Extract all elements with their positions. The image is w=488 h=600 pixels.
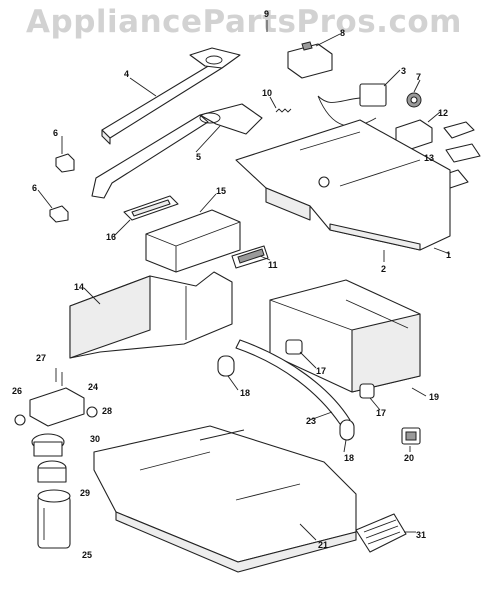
callout-16: 16	[106, 232, 116, 242]
part-gasket-16	[123, 195, 179, 221]
callout-19: 19	[429, 392, 439, 402]
part-bracket-23	[235, 339, 351, 425]
callout-13: 13	[424, 153, 434, 163]
callout-labels: 1 2 3 4 5 6 6 7 8 9 10 11 12 13 14 15 16…	[12, 9, 451, 560]
callout-25: 25	[82, 550, 92, 560]
callout-11: 11	[268, 260, 278, 270]
part-fan-31	[355, 513, 407, 553]
part-lamp-socket-17a	[285, 339, 303, 355]
part-switch-box-9	[287, 41, 333, 79]
part-bulb-18a	[217, 355, 235, 377]
part-bracket-24	[29, 387, 85, 427]
site-watermark: AppliancePartsPros.com	[26, 4, 462, 40]
callout-1: 1	[446, 250, 451, 260]
part-crisper-cover-19	[269, 279, 421, 393]
callout-8: 8	[340, 28, 345, 38]
callout-27: 27	[36, 353, 46, 363]
part-grille-11	[231, 245, 269, 269]
part-housing-1	[235, 119, 451, 251]
part-drawer-21	[93, 425, 357, 573]
callout-18a: 18	[240, 388, 250, 398]
callout-6b: 6	[32, 183, 37, 193]
part-screws-27	[55, 368, 63, 386]
part-filter-25	[37, 489, 71, 549]
callout-31: 31	[416, 530, 426, 540]
callout-29: 29	[80, 488, 90, 498]
part-filter-base-29	[37, 460, 67, 483]
part-fitting-28	[86, 406, 98, 418]
callout-5: 5	[196, 152, 201, 162]
callout-6a: 6	[53, 128, 58, 138]
callout-17a: 17	[316, 366, 326, 376]
part-duct-15	[145, 209, 241, 273]
callout-24: 24	[88, 382, 98, 392]
callout-18b: 18	[344, 453, 354, 463]
callout-26: 26	[12, 386, 22, 396]
callout-12: 12	[438, 108, 448, 118]
callout-10: 10	[262, 88, 272, 98]
part-clip-6b	[49, 205, 69, 223]
part-knob-7	[406, 92, 422, 108]
part-rail-upper	[101, 47, 241, 145]
part-thermostat-3	[317, 83, 387, 127]
part-clip-20	[401, 427, 421, 445]
callout-4: 4	[124, 69, 129, 79]
callout-3: 3	[401, 66, 406, 76]
part-lamp-socket-17b	[359, 383, 375, 399]
part-fitting-26	[14, 414, 26, 426]
part-clip-6a	[55, 153, 75, 173]
part-filter-head-30	[31, 433, 65, 457]
callout-7: 7	[416, 72, 421, 82]
part-air-duct-14	[69, 271, 233, 359]
part-rail-lower	[91, 103, 263, 199]
part-spring-10	[275, 108, 292, 113]
leader-lines	[37, 20, 451, 541]
callout-2: 2	[381, 264, 386, 274]
callout-20: 20	[404, 453, 414, 463]
callout-23: 23	[306, 416, 316, 426]
callout-14: 14	[74, 282, 84, 292]
callout-9: 9	[264, 9, 269, 19]
callout-30: 30	[90, 434, 100, 444]
callout-15: 15	[216, 186, 226, 196]
callout-28: 28	[102, 406, 112, 416]
callout-21: 21	[318, 540, 328, 550]
part-bulb-18b	[339, 419, 355, 441]
callout-17b: 17	[376, 408, 386, 418]
